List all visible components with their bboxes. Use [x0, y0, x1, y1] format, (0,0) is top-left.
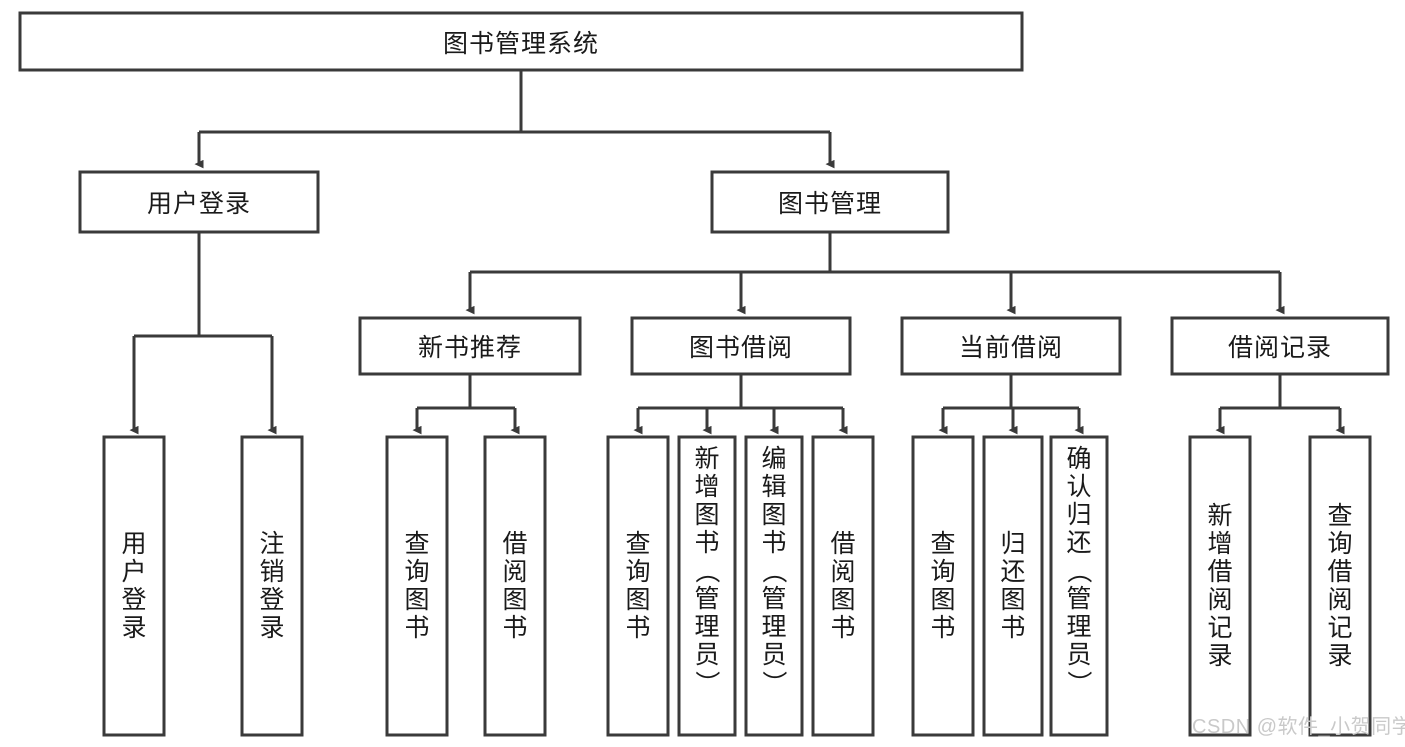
csdn-watermark: CSDN @软件_小贺同学 [1192, 716, 1405, 738]
node-box-leaf-user-login[interactable] [102, 435, 166, 737]
node-box-leaf-query-book-1[interactable] [385, 435, 449, 737]
node-box-leaf-borrow-book-2[interactable] [811, 435, 875, 737]
node-box-leaf-edit-book-admin[interactable] [744, 435, 804, 737]
node-box-book-management[interactable] [710, 170, 950, 234]
node-box-leaf-add-book-admin[interactable] [677, 435, 737, 737]
node-box-leaf-query-borrow-record[interactable] [1308, 435, 1372, 737]
node-box-current-borrow[interactable] [900, 316, 1122, 376]
node-box-leaf-add-borrow-record[interactable] [1188, 435, 1252, 737]
node-box-leaf-borrow-book-1[interactable] [483, 435, 547, 737]
node-box-leaf-query-book-3[interactable] [911, 435, 975, 737]
node-box-leaf-confirm-return-admin[interactable] [1049, 435, 1109, 737]
node-box-borrow-record[interactable] [1170, 316, 1390, 376]
node-box-user-login[interactable] [78, 170, 320, 234]
node-box-book-borrow[interactable] [630, 316, 852, 376]
node-box-leaf-query-book-2[interactable] [606, 435, 670, 737]
node-box-root[interactable] [18, 11, 1024, 72]
node-box-new-book-recommend[interactable] [358, 316, 582, 376]
node-box-leaf-return-book[interactable] [982, 435, 1044, 737]
node-box-leaf-logout[interactable] [240, 435, 304, 737]
